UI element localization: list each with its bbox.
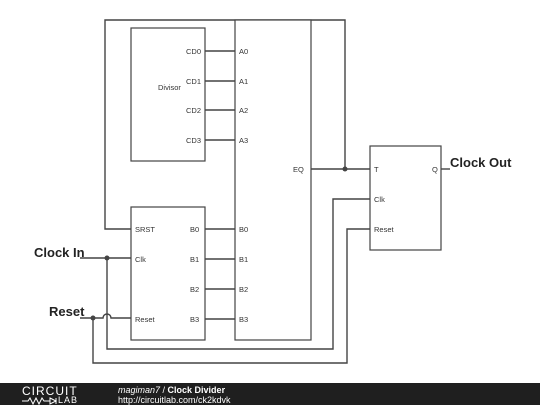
pin-srst: SRST [135, 225, 155, 234]
comparator-block [234, 19, 312, 341]
pin-counter-b1: B1 [190, 255, 199, 264]
footer-bar: CIRCUIT LAB magiman7 / Clock Divider htt… [0, 383, 540, 405]
wire-reset [80, 313, 131, 319]
pin-eq: EQ [293, 165, 304, 174]
pin-counter-b2: B2 [190, 285, 199, 294]
pin-t: T [374, 165, 379, 174]
pin-cd2: CD2 [186, 106, 201, 115]
resistor-icon [22, 397, 58, 405]
pin-cd1: CD1 [186, 77, 201, 86]
pin-cd0: CD0 [186, 47, 201, 56]
pin-a2: A2 [239, 106, 248, 115]
credit-separator: / [160, 385, 168, 395]
counter-block [130, 206, 206, 341]
pin-a1: A1 [239, 77, 248, 86]
logo-text-bottom: LAB [58, 395, 79, 405]
pin-counter-b0: B0 [190, 225, 199, 234]
clock-out-label: Clock Out [450, 155, 512, 170]
clock-in-label: Clock In [34, 245, 85, 260]
pin-q: Q [432, 165, 438, 174]
circuit-url[interactable]: http://circuitlab.com/ck2kdvk [118, 395, 231, 405]
pin-b3: B3 [239, 315, 248, 324]
pin-b0: B0 [239, 225, 248, 234]
pin-ff-clk: Clk [374, 195, 385, 204]
author-name[interactable]: magiman7 [118, 385, 161, 395]
pin-a0: A0 [239, 47, 248, 56]
pin-counter-clk: Clk [135, 255, 146, 264]
pin-b1: B1 [239, 255, 248, 264]
credit-block: magiman7 / Clock Divider http://circuitl… [118, 385, 231, 405]
pin-a3: A3 [239, 136, 248, 145]
pin-counter-b3: B3 [190, 315, 199, 324]
wire-clock-to-ff [106, 198, 370, 350]
pin-ff-reset: Reset [374, 225, 395, 234]
pin-cd3: CD3 [186, 136, 201, 145]
wire-eq-to-srst [104, 19, 346, 230]
pin-b2: B2 [239, 285, 248, 294]
pin-counter-reset: Reset [135, 315, 156, 324]
junction-dot [342, 166, 348, 172]
circuitlab-logo: CIRCUIT LAB [22, 384, 92, 405]
reset-label: Reset [49, 304, 85, 319]
logo-text-top: CIRCUIT [22, 384, 78, 398]
divisor-label: Divisor [158, 83, 181, 92]
schematic-canvas: Divisor CD0 CD1 CD2 CD3 SRST Clk Reset B… [34, 19, 512, 364]
wire-reset-to-ff [92, 228, 370, 364]
toggle-flipflop-block [369, 145, 442, 251]
divisor-block [130, 27, 206, 162]
circuit-title: Clock Divider [167, 385, 226, 395]
